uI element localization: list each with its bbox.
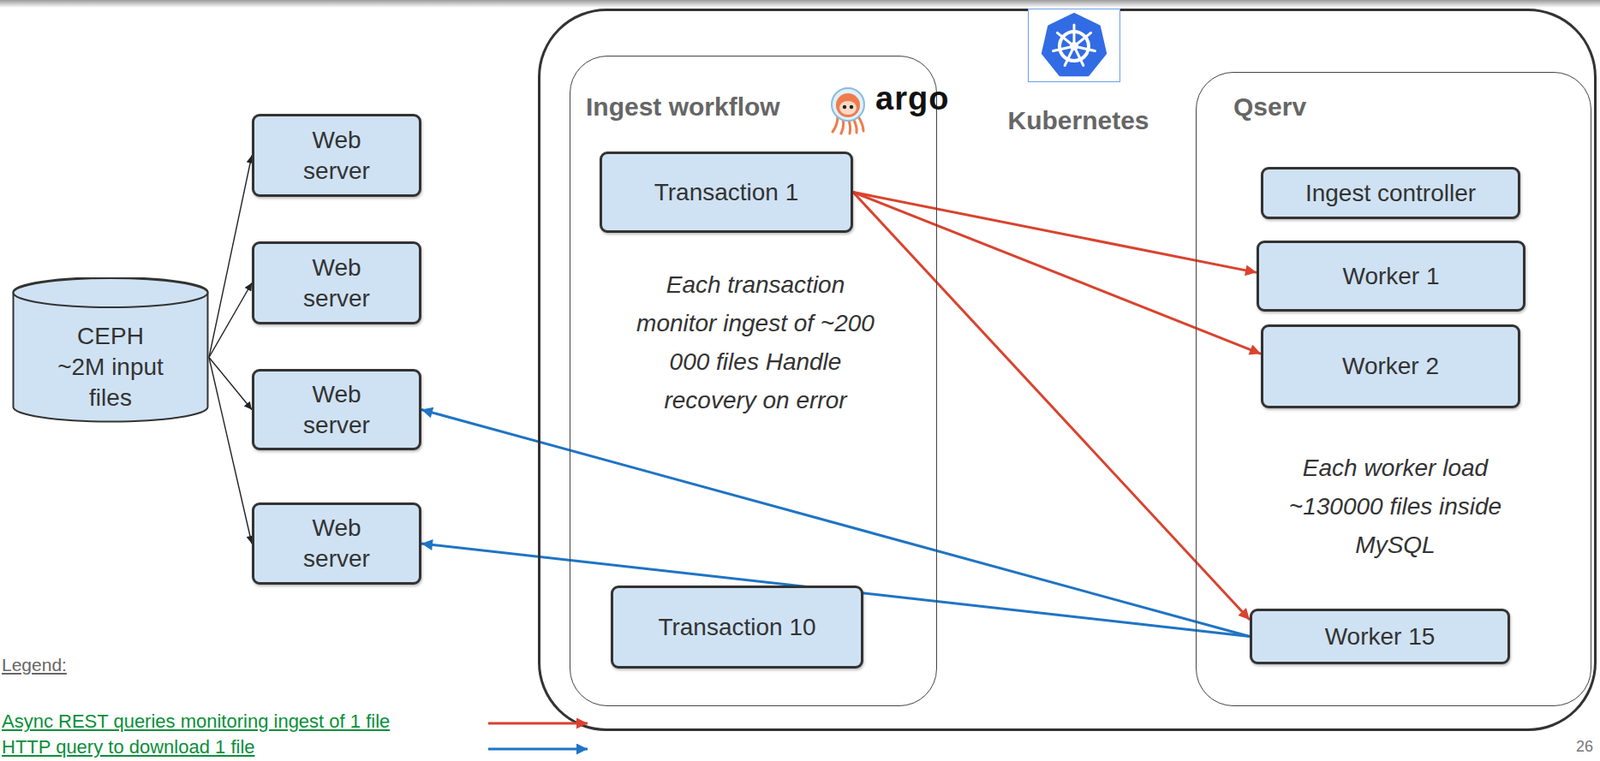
logo-face [839,101,857,115]
icon-hub [1069,41,1079,51]
logo-helmet [831,88,865,121]
logo-eye [842,105,847,109]
node-label: Worker 15 [1325,621,1436,653]
storage-link [208,283,252,359]
legend-arrow [488,722,588,726]
controller-box: Ingest controller [1260,167,1521,220]
node-label: Web server [289,252,384,315]
legend-entry: HTTP query to download 1 file [1,734,619,761]
page-number: 26 [1576,738,1594,757]
logo-ground [823,85,872,136]
logo-wordmark: argo [875,79,970,118]
logo-tentacle [858,116,864,132]
rest-query-arrow [853,192,1250,621]
group-heading: Ingest workflow [585,91,826,123]
worker-box: Worker 2 [1260,324,1521,409]
node-label: Worker 1 [1342,261,1439,293]
logo-head [835,93,860,118]
argo-logo [823,85,872,136]
node-label: Web server [289,513,384,575]
storage-link [208,155,252,359]
legend-heading: Legend: [1,655,67,676]
group-note: Each worker load ~130000 files inside My… [1261,448,1529,565]
server-box: Web server [251,241,422,325]
workflow-group: Ingest workflowargoEach transaction moni… [569,55,938,707]
icon-frame [1028,9,1121,83]
rest-query-arrow [853,192,1261,355]
logo-eye [849,105,854,109]
cylinder-top [13,278,209,308]
transaction-box: Transaction 10 [610,585,864,669]
server-box: Web server [251,502,422,586]
cylinder-body [13,277,209,422]
legend-text: HTTP query to download 1 file [1,736,256,759]
legend-sample [486,709,598,735]
node-label: Transaction 10 [657,612,816,644]
node-label: Web server [289,125,384,187]
transaction-box: Transaction 1 [599,151,854,233]
cluster-group: KubernetesIngest workflowargoEach transa… [537,8,1597,732]
kubernetes-icon [1027,8,1121,83]
legend-entry: Async REST queries monitoring ingest of … [1,709,619,735]
legend-arrow [488,748,588,752]
node-label: Ingest controller [1305,178,1476,209]
node-label: Web server [289,379,384,442]
group-heading: Kubernetes [992,105,1165,137]
group-heading: Qserv [1233,91,1405,123]
legend-text: Async REST queries monitoring ingest of … [1,710,390,733]
logo-tentacle [832,116,838,132]
worker-box: Worker 15 [1249,608,1511,665]
worker-box: Worker 1 [1256,240,1526,312]
storage-cylinder: CEPH ~2M input files [11,277,209,424]
node-label: CEPH ~2M input files [53,321,168,414]
node-label: Worker 2 [1342,351,1439,383]
top-shadow-bar [0,0,1600,8]
server-box: Web server [251,113,422,198]
legend-sample [486,734,598,761]
group-note: Each transaction monitor ingest of ~200 … [629,265,882,420]
qserv-group: QservEach worker load ~130000 files insi… [1195,71,1592,707]
icon-heptagon [1043,14,1105,75]
storage-link [208,358,252,545]
node-label: Transaction 1 [654,177,800,209]
server-box: Web server [251,369,422,451]
